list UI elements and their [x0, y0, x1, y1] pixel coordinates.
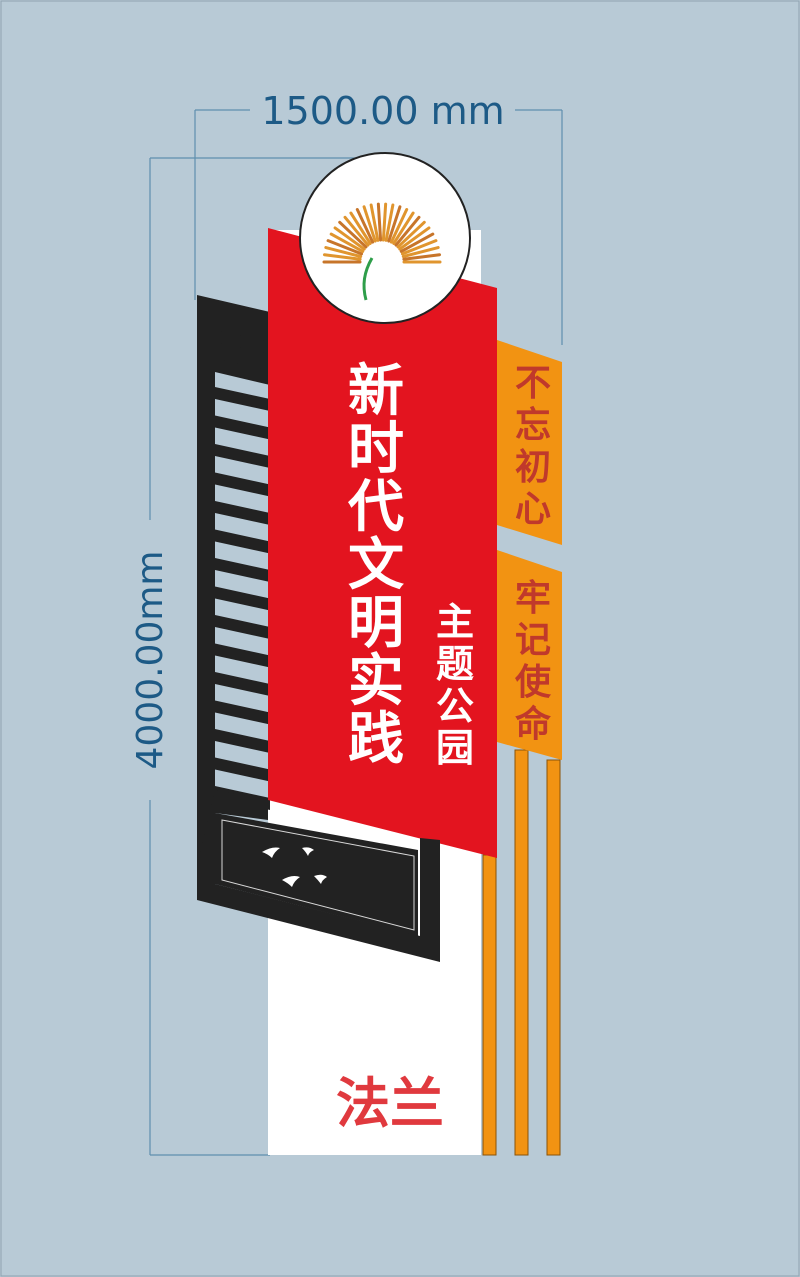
ladder-rung [215, 700, 270, 725]
side-panel-2-char: 命 [515, 703, 551, 745]
ladder-rung [215, 586, 270, 611]
logo-ray [398, 226, 431, 251]
logo-ray [343, 215, 370, 247]
logo-ray [401, 246, 440, 259]
logo-ray [329, 232, 365, 253]
red-main-panel [268, 228, 497, 858]
side-panel-1 [497, 340, 562, 545]
ladder-rung [215, 672, 270, 696]
ladder-rung [215, 330, 270, 354]
ladder-rung [215, 501, 270, 525]
ladder-rung [215, 472, 270, 497]
logo-ray [396, 220, 426, 249]
main-title-char: 代 [347, 475, 404, 540]
logo-ray [394, 215, 421, 247]
logo-ray [389, 208, 409, 244]
ladder-rung [215, 415, 270, 440]
logo-ray [333, 226, 366, 251]
logo-ray [387, 205, 402, 243]
subtitle-char: 主 [436, 600, 474, 644]
width-label: 1500.00 mm [261, 89, 504, 133]
side-panel-1-char: 初 [515, 447, 551, 488]
width-dimension: 1500.00 mm [194, 89, 563, 345]
logo-ray [324, 246, 363, 259]
logo-ray [399, 232, 435, 253]
subtitle-char: 题 [436, 642, 474, 686]
side-panel-2 [497, 550, 562, 760]
logo-ray [384, 203, 395, 242]
logo-ray [326, 239, 364, 256]
logo-ray [362, 205, 377, 243]
height-dimension: 4000.00mm [130, 157, 390, 1156]
side-panel-1-char: 心 [515, 489, 551, 530]
ladder-rung [215, 729, 270, 753]
ladder-frame [197, 295, 270, 870]
logo-ray [369, 203, 380, 242]
ladder-rung [215, 529, 270, 554]
logo-ray [381, 202, 388, 242]
main-title-char: 新 [348, 359, 404, 424]
side-panel-1-char: 忘 [515, 405, 551, 446]
main-title-char: 明 [348, 591, 404, 656]
base-label: 法兰 [336, 1072, 444, 1135]
ladder-rung [215, 444, 270, 468]
main-title-char: 文 [348, 533, 404, 598]
logo-ray [400, 239, 438, 256]
main-title-char: 践 [348, 707, 404, 772]
bird-panel [197, 790, 440, 962]
ladder-rung [215, 358, 270, 383]
logo-ray [349, 211, 372, 245]
ladder-rung [215, 615, 270, 639]
side-panel-2-char: 使 [515, 662, 552, 703]
main-title-char: 实 [348, 649, 404, 714]
subtitle-char: 公 [436, 684, 474, 728]
height-label: 4000.00mm [130, 550, 171, 769]
main-title-char: 时 [348, 417, 404, 482]
logo-ray [376, 202, 383, 242]
side-panel-1-char: 不 [515, 363, 551, 404]
orange-poles [482, 749, 561, 1156]
ladder-rung [215, 558, 270, 582]
subtitle-char: 园 [436, 726, 474, 770]
ladder-rung [215, 387, 270, 411]
ladder-rung [215, 643, 270, 668]
ladder-rung [215, 757, 270, 782]
dandelion-logo-icon [299, 152, 471, 324]
side-panel-2-char: 记 [515, 620, 551, 661]
side-panel-2-char: 牢 [515, 578, 551, 619]
logo-ray [392, 211, 415, 245]
logo-ray [402, 253, 442, 261]
logo-ray [355, 208, 375, 244]
logo-ray [338, 220, 368, 249]
logo-ray [322, 253, 362, 261]
flying-birds-icon [262, 847, 327, 887]
